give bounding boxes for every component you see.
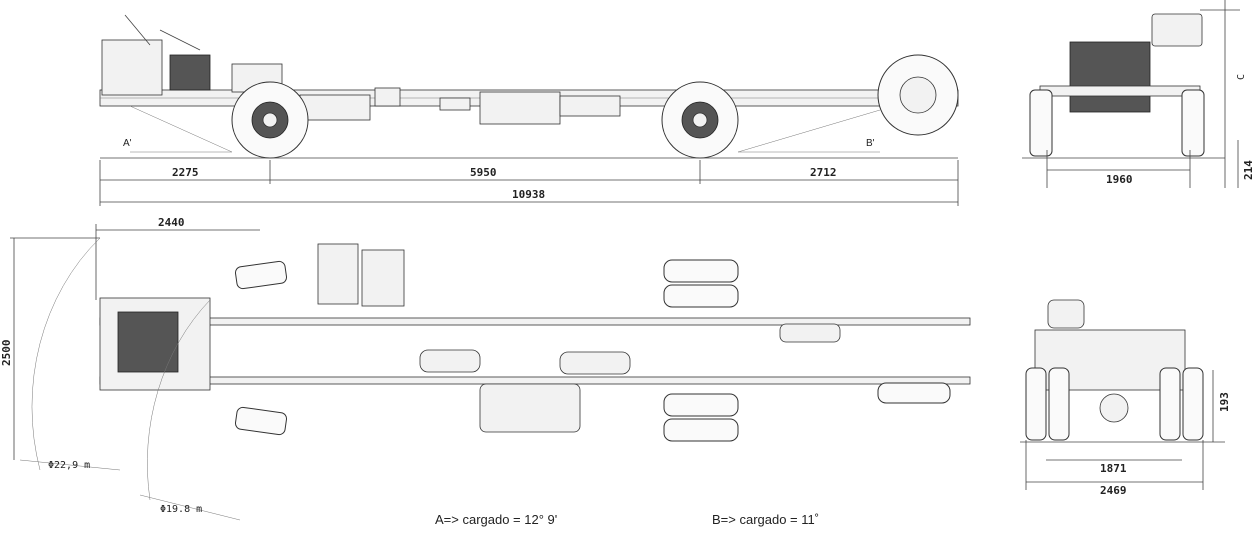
angle-b-label: B' <box>866 138 875 149</box>
wheelbase-dim: 5950 <box>470 166 497 179</box>
angle-a-note: A=> cargado = 12° 9' <box>435 512 558 527</box>
front-overhang-dim: 2275 <box>172 166 199 179</box>
turning-circle-outer: Φ22,9 m <box>48 460 90 471</box>
top-view: 2500 2440 Φ22,9 m Φ19.8 m <box>0 216 971 521</box>
front-width-dim: 2440 <box>158 216 185 229</box>
rear-clearance-dim: 193 <box>1218 392 1231 412</box>
overall-width-dim: 2500 <box>0 340 13 367</box>
rear-track-outer-dim: 2469 <box>1100 484 1127 497</box>
rear-track-inner-dim: 1871 <box>1100 462 1127 475</box>
angle-b-note: B=> cargado = 11˚ <box>712 512 820 527</box>
overall-length-dim: 10938 <box>512 188 545 201</box>
turning-circle-inner: Φ19.8 m <box>160 504 202 515</box>
side-view: A' B' 2275 5950 2712 10938 <box>99 14 959 206</box>
front-clearance-dim: 214 <box>1242 160 1255 180</box>
rear-overhang-dim: 2712 <box>810 166 837 179</box>
front-track-dim: 1960 <box>1106 173 1133 186</box>
height-label: C <box>1236 74 1247 80</box>
front-view: 1960 C 214 <box>1022 0 1255 188</box>
angle-a-label: A' <box>123 138 132 149</box>
rear-view: 1871 2469 193 <box>1020 299 1231 497</box>
